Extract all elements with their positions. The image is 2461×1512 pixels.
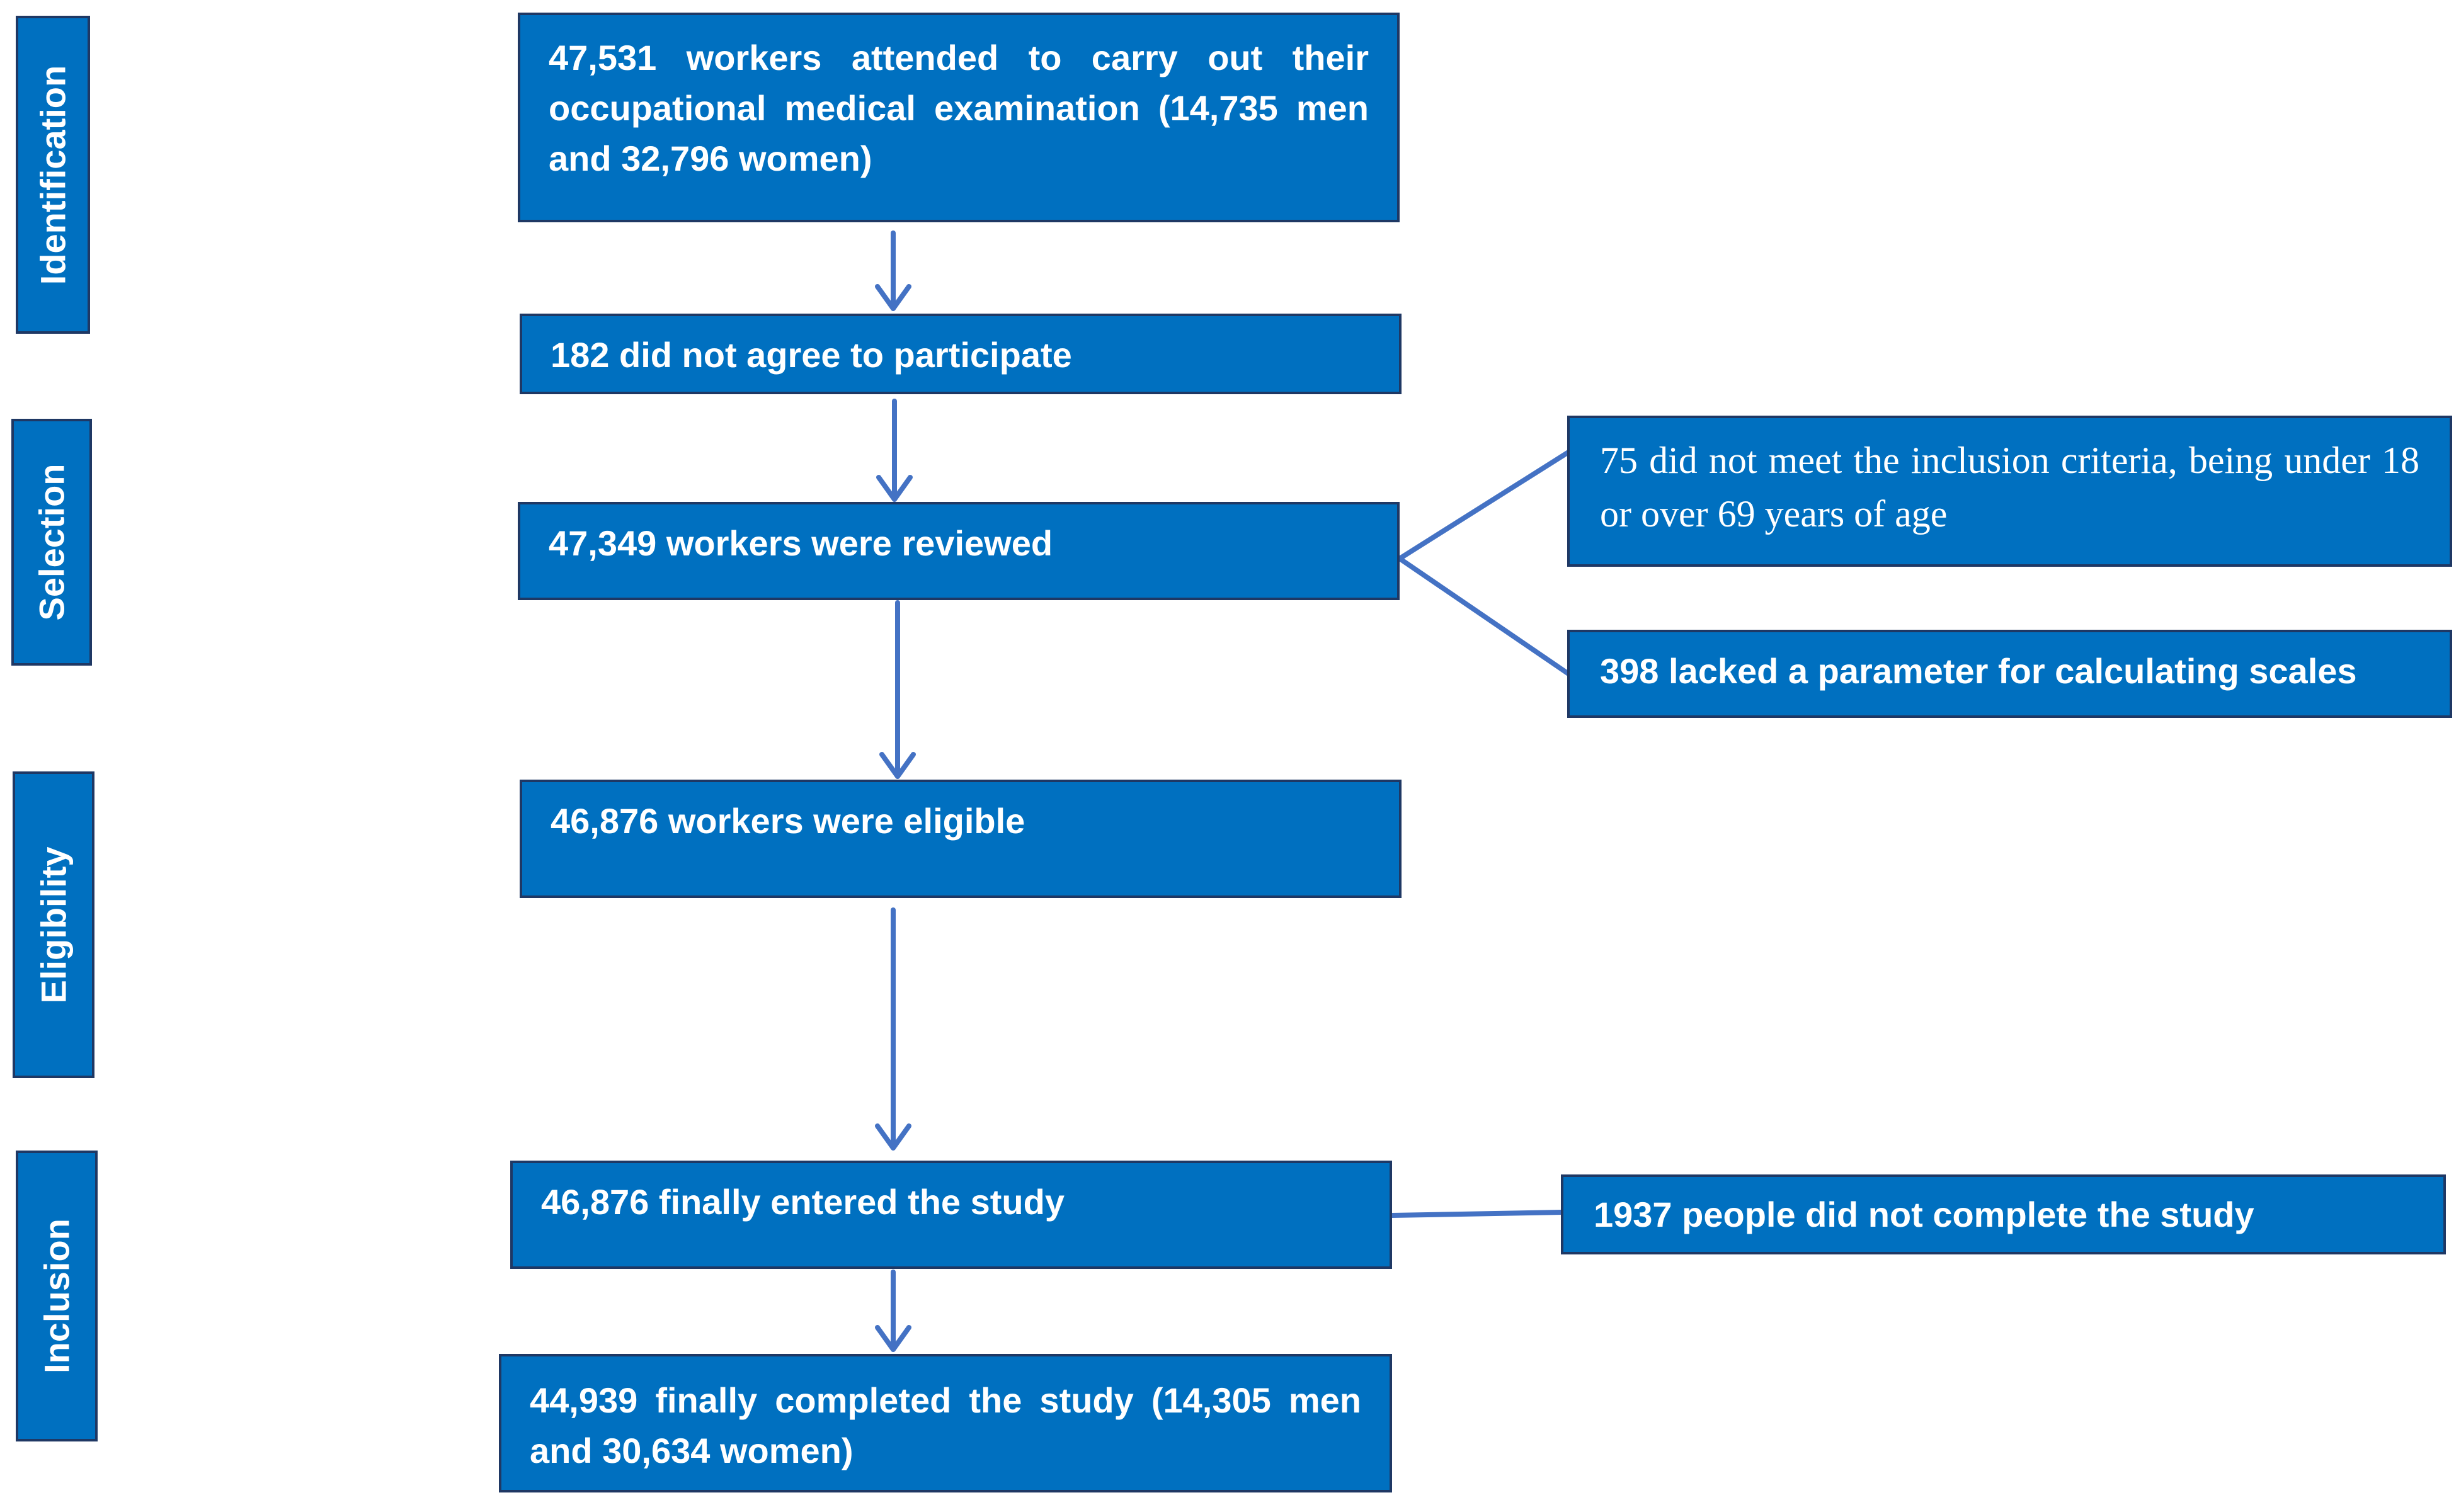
arrowhead-entered-to-completed [875,1325,911,1352]
box-inclusion-criteria: 75 did not meet the inclusion criteria, … [1567,416,2452,567]
box-lacked-parameter: 398 lacked a parameter for calculating s… [1567,630,2452,718]
box-did-not-complete: 1937 people did not complete the study [1561,1174,2446,1254]
box-workers-eligible-text: 46,876 workers were eligible [551,801,1025,841]
box-finally-completed-text: 44,939 finally completed the study (14,3… [530,1380,1361,1470]
arrowhead-not-agree-to-reviewed [876,475,913,502]
box-finally-entered-text: 46,876 finally entered the study [541,1182,1065,1222]
stage-inclusion: Inclusion [16,1151,98,1441]
branch-reviewed-to-inclusion-criteria [1397,450,1571,561]
branch-reviewed-to-lacked-parameter [1397,556,1571,676]
arrowhead-eligible-to-entered [875,1123,911,1151]
box-workers-eligible: 46,876 workers were eligible [520,780,1402,898]
arrowhead-reviewed-to-eligible [879,752,916,779]
box-inclusion-criteria-text: 75 did not meet the inclusion criteria, … [1600,440,2419,535]
box-lacked-parameter-text: 398 lacked a parameter for calculating s… [1600,651,2357,691]
stage-selection: Selection [11,419,92,666]
box-workers-attended-text: 47,531 workers attended to carry out the… [549,38,1369,178]
box-finally-completed: 44,939 finally completed the study (14,3… [499,1354,1392,1492]
arrowhead-attended-to-not-agree [875,284,911,311]
branch-entered-to-not-complete [1390,1210,1565,1218]
box-workers-attended: 47,531 workers attended to carry out the… [518,13,1400,222]
stage-eligibility: Eligibility [13,771,94,1078]
box-workers-reviewed: 47,349 workers were reviewed [518,502,1400,600]
box-did-not-complete-text: 1937 people did not complete the study [1594,1195,2254,1234]
box-workers-reviewed-text: 47,349 workers were reviewed [549,523,1053,563]
stage-identification: Identification [16,16,90,334]
box-did-not-agree: 182 did not agree to participate [520,314,1402,394]
box-did-not-agree-text: 182 did not agree to participate [551,335,1072,375]
box-finally-entered: 46,876 finally entered the study [510,1161,1392,1269]
